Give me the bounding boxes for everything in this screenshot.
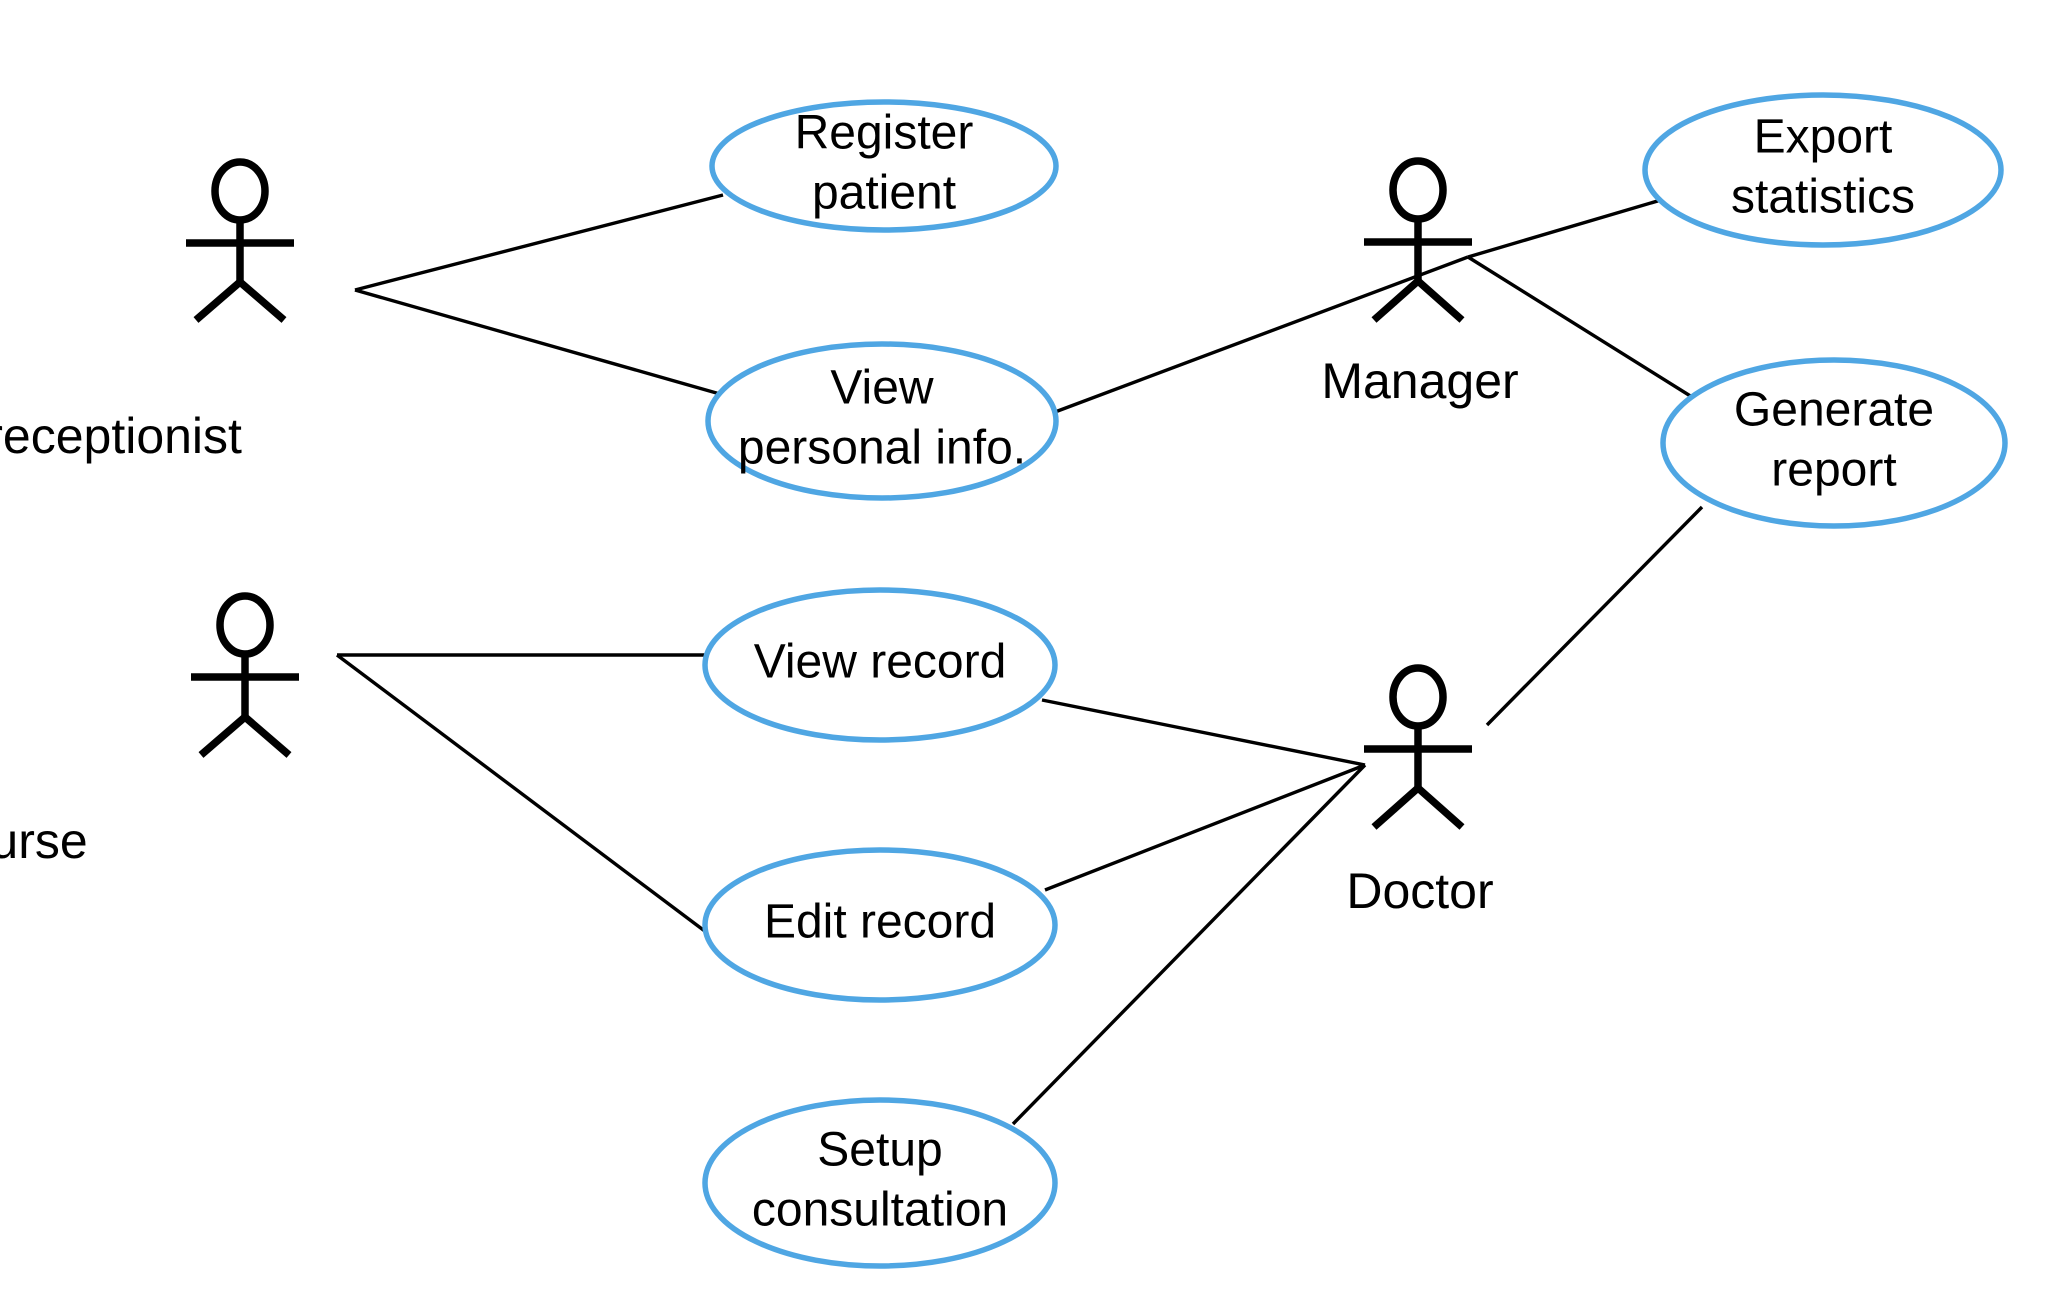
actor-left-leg-icon [1371, 785, 1421, 830]
actor-head-icon [216, 592, 274, 658]
use-case-label: Edit record [764, 896, 996, 949]
use-case-ellipse[interactable] [709, 99, 1059, 233]
use-case-label: Register [795, 107, 974, 160]
use-case-generate-report[interactable]: Generate report [1660, 357, 2008, 529]
actor-left-leg-icon [193, 279, 243, 323]
use-case-ellipse[interactable] [702, 587, 1058, 743]
use-case-view-personal-info[interactable]: View personal info. [705, 341, 1059, 501]
actor-head-icon [1389, 664, 1447, 730]
use-case-ellipse[interactable] [1642, 92, 2004, 248]
association-line[interactable] [1054, 255, 1469, 414]
actor-right-leg-icon [1415, 278, 1465, 323]
actor-label: Nurse [0, 813, 88, 869]
association-line[interactable] [1485, 505, 1704, 727]
actor-label: Medical receptionist [0, 408, 242, 464]
use-case-ellipse[interactable] [705, 341, 1059, 501]
actor-label: Doctor [1346, 863, 1493, 919]
use-case-ellipse[interactable] [1660, 357, 2008, 529]
actor-head-icon [1389, 157, 1447, 223]
actor-nurse[interactable]: Nurse [0, 592, 299, 869]
use-case-label: consultation [752, 1184, 1008, 1237]
actor-head-icon [211, 158, 269, 224]
use-case-label: Generate [1734, 384, 1934, 437]
use-case-view-record[interactable]: View record [702, 587, 1058, 743]
association-line[interactable] [1467, 190, 1689, 259]
association-lines-layer [335, 190, 1704, 1126]
use-case-label: patient [812, 167, 956, 220]
use-case-label: Export [1754, 111, 1893, 164]
actor-manager[interactable]: Manager [1321, 157, 1519, 409]
use-case-label: personal info. [738, 422, 1026, 475]
actor-medical-receptionist[interactable]: Medical receptionist [0, 158, 294, 464]
use-case-ellipse[interactable] [702, 847, 1058, 1003]
use-case-label: View record [754, 636, 1007, 689]
association-line[interactable] [1041, 698, 1366, 767]
use-case-label: report [1771, 444, 1896, 497]
use-case-label: statistics [1731, 171, 1915, 224]
actor-doctor[interactable]: Doctor [1346, 664, 1494, 919]
actor-right-leg-icon [242, 714, 292, 758]
use-case-label: Setup [817, 1124, 942, 1177]
association-line[interactable] [1011, 763, 1367, 1126]
use-case-ellipse[interactable] [702, 1097, 1058, 1269]
actor-left-leg-icon [198, 714, 248, 758]
association-line[interactable] [1044, 763, 1366, 892]
actor-right-leg-icon [1415, 785, 1465, 830]
actor-right-leg-icon [237, 279, 287, 323]
association-line[interactable] [335, 653, 732, 952]
use-case-edit-record[interactable]: Edit record [702, 847, 1058, 1003]
actor-label: Manager [1321, 353, 1518, 409]
actor-left-leg-icon [1371, 278, 1421, 323]
association-line[interactable] [1467, 255, 1701, 404]
association-line[interactable] [354, 193, 724, 292]
use-case-export-statistics[interactable]: Export statistics [1642, 92, 2004, 248]
use-case-register-patient[interactable]: Register patient [709, 99, 1059, 233]
association-line[interactable] [354, 288, 735, 400]
use-case-label: View [830, 362, 934, 415]
use-case-setup-consultation[interactable]: Setup consultation [702, 1097, 1058, 1269]
